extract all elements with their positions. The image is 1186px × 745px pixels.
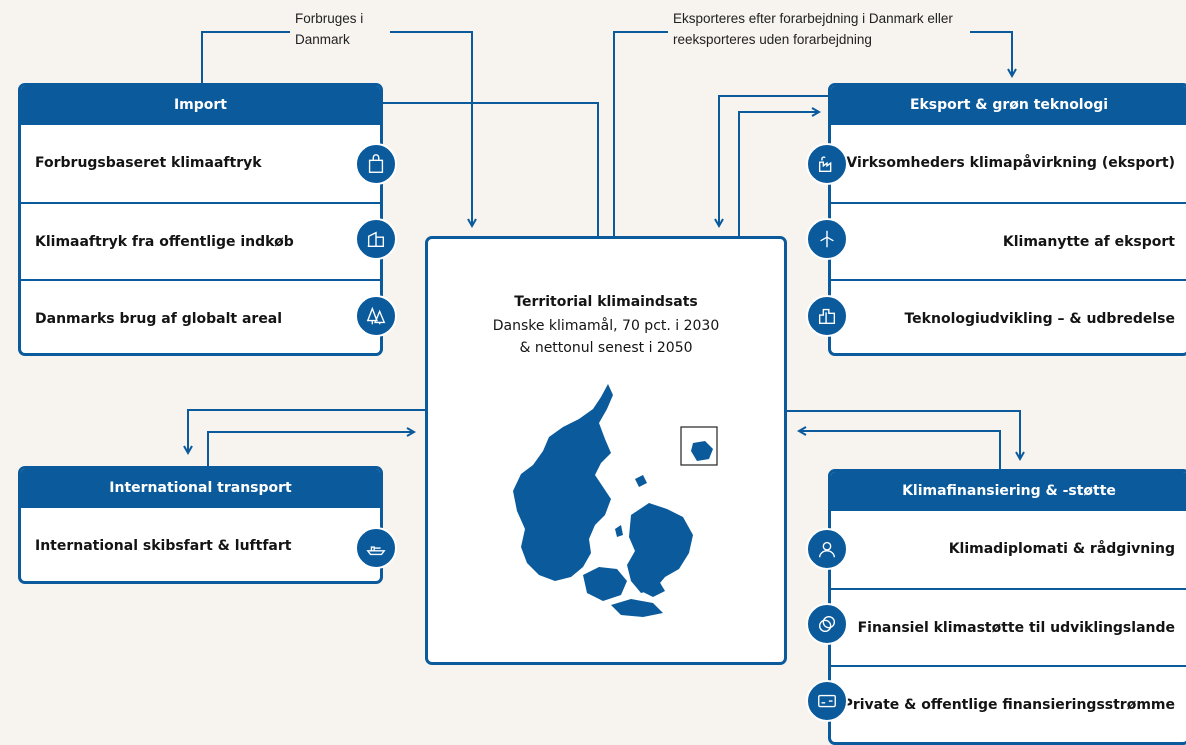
person-icon	[806, 528, 848, 570]
finance-title: Klimafinansiering & -støtte	[831, 472, 1186, 511]
arrow-consumed-to-center	[380, 31, 472, 225]
city-icon	[806, 295, 848, 337]
export-row: Teknologiudvikling – & udbredelse	[831, 279, 1186, 353]
export-row: Klimanytte af eksport	[831, 202, 1186, 279]
finance-row: Finansiel klimastøtte til udviklingsland…	[831, 588, 1186, 665]
arrow-center-to-export	[738, 112, 818, 236]
jutland-shape	[513, 384, 613, 581]
island-shape	[615, 525, 623, 537]
transport-title: International transport	[21, 469, 380, 508]
island-shape	[641, 579, 665, 597]
import-row: Forbrugsbaseret klimaaftryk	[35, 155, 262, 171]
zealand-shape	[627, 503, 693, 593]
finance-row: Private & offentlige finansieringsstrømm…	[831, 665, 1186, 742]
annotation-consumed: Forbruges i Danmark	[290, 8, 390, 50]
import-row: Danmarks brug af globalt areal	[21, 279, 380, 353]
arrow-finance-to-center	[800, 431, 1001, 469]
credit-card-icon	[806, 680, 848, 722]
arrow-exported-to-export	[960, 31, 1012, 75]
arrow-import-through-center	[382, 31, 670, 265]
denmark-map	[513, 384, 718, 617]
coins-icon	[806, 603, 848, 645]
factory-icon	[806, 143, 848, 185]
shopping-bag-icon	[355, 143, 397, 185]
trees-icon	[355, 295, 397, 337]
import-panel: Import Forbrugsbaseret klimaaftryk Klima…	[18, 83, 383, 356]
annotation-exported: Eksporteres efter forarbejdning i Danmar…	[668, 8, 970, 50]
import-row: Klimaaftryk fra offentlige indkøb	[21, 202, 380, 279]
transport-row: International skibsfart & luftfart	[35, 538, 292, 554]
bornholm-shape	[691, 441, 713, 461]
island-shape	[635, 475, 647, 487]
export-title: Eksport & grøn teknologi	[831, 86, 1186, 125]
transport-panel: International transport International sk…	[18, 466, 383, 584]
lolland-shape	[611, 599, 663, 617]
export-row: Virksomheders klimapåvirkning (eksport)	[846, 155, 1175, 171]
center-title: Territorial klimaindsats	[514, 294, 698, 310]
arrow-consumed-left	[201, 31, 300, 85]
ship-icon	[355, 527, 397, 569]
arrow-transport-to-center	[207, 432, 413, 466]
funen-shape	[583, 567, 627, 601]
arrow-center-to-finance	[787, 410, 1020, 458]
bornholm-inset-frame	[680, 426, 718, 466]
export-panel: Eksport & grøn teknologi Virksomheders k…	[828, 83, 1186, 356]
arrow-export-to-center	[719, 95, 828, 225]
wind-turbine-icon	[806, 218, 848, 260]
territorial-panel: Territorial klimaindsats Danske klimamål…	[425, 236, 787, 665]
arrow-center-to-transport	[188, 409, 425, 452]
finance-row: Klimadiplomati & rådgivning	[948, 541, 1175, 557]
finance-panel: Klimafinansiering & -støtte Klimadiploma…	[828, 469, 1186, 745]
import-title: Import	[21, 86, 380, 125]
buildings-icon	[355, 218, 397, 260]
center-subtitle: Danske klimamål, 70 pct. i 2030 & netton…	[492, 318, 720, 356]
